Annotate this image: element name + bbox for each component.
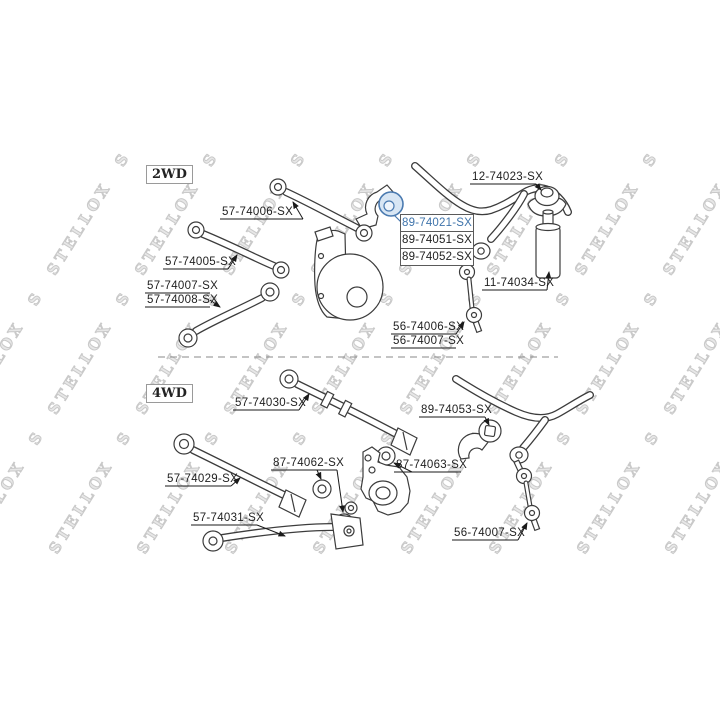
- adjustable-rod-mid-4wd: [173, 433, 307, 518]
- leader-lines-4wd: [165, 393, 528, 541]
- part-label-arm-low-b-2wd: 57-74008-SX: [147, 294, 219, 306]
- part-label-link-b-2wd: 56-74007-SX: [393, 335, 465, 347]
- part-label-shock: 11-74034-SX: [484, 277, 555, 289]
- part-label-rod-upper-4wd: 57-74030-SX: [235, 397, 307, 409]
- section-tag-4wd: 4WD: [146, 384, 193, 403]
- shock-absorber-drawing: [535, 209, 561, 279]
- part-label-bushing-alt1: 89-74051-SX: [400, 231, 474, 249]
- stabilizer-bushing-4wd-drawing: [478, 419, 502, 443]
- stabilizer-bushing-2wd-highlight: [378, 191, 404, 217]
- lateral-arm-upper-2wd: [269, 178, 373, 242]
- part-label-rod-lower-4wd: 57-74031-SX: [193, 512, 265, 524]
- stabilizer-bar-4wd: [452, 375, 594, 464]
- brake-drum-assembly: [314, 226, 384, 321]
- part-label-bushing-pair-4wd: 87-74062-SX: [273, 457, 345, 469]
- part-label-arm-upper-2wd: 57-74006-SX: [222, 206, 294, 218]
- part-label-stab-bushing-4wd: 89-74053-SX: [421, 404, 493, 416]
- strut-mount-drawing: [527, 185, 567, 217]
- section-tag-2wd: 2WD: [146, 165, 193, 184]
- adjustable-rod-upper-4wd: [279, 369, 418, 456]
- lateral-arm-mid-2wd: [187, 221, 290, 279]
- part-label-bushing-highlighted: 89-74021-SX: [400, 214, 474, 232]
- part-label-arm-low-a-2wd: 57-74007-SX: [147, 280, 219, 292]
- part-label-link-4wd: 56-74007-SX: [454, 527, 526, 539]
- part-label-bushing-alt2: 89-74052-SX: [400, 248, 474, 266]
- part-label-strut-mount: 12-74023-SX: [472, 171, 544, 183]
- trailing-arm-2wd: [178, 282, 280, 348]
- part-label-rod-mid-4wd: 57-74029-SX: [167, 473, 239, 485]
- stabilizer-link-4wd: [513, 459, 541, 532]
- part-label-link-a-2wd: 56-74006-SX: [393, 321, 465, 333]
- part-label-bushing-single-4wd: 87-74063-SX: [396, 459, 468, 471]
- leader-lines-2wd: [145, 183, 552, 349]
- trailing-rod-lower-4wd: [202, 513, 364, 552]
- part-label-arm-mid-2wd: 57-74005-SX: [165, 256, 237, 268]
- knuckle-drawing: [344, 446, 411, 516]
